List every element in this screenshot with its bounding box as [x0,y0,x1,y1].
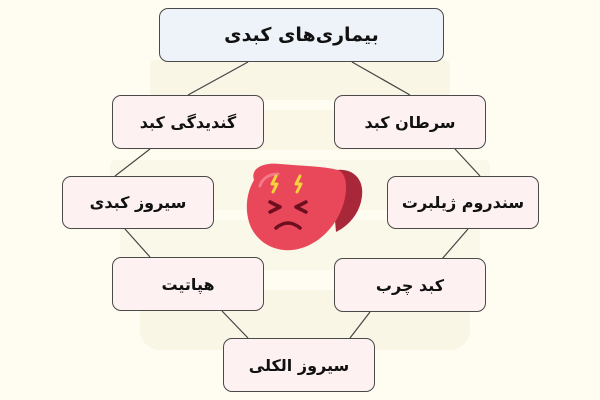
node-liver-rot: گندیدگی کبد [112,95,264,149]
link-cirrhosis-hepatitis [124,228,151,258]
node-liver-cancer-label: سرطان کبد [364,112,456,132]
node-fatty-liver-label: کبد چرب [375,275,445,295]
link-title-liver-cancer [351,61,411,96]
link-liver-cancer-gilbert [454,148,481,177]
node-hepatitis-label: هپاتیت [161,274,215,294]
node-cirrhosis: سیروز کبدی [62,176,214,229]
node-hepatitis: هپاتیت [112,257,264,311]
link-liver-rot-cirrhosis [114,148,151,177]
node-liver-rot-label: گندیدگی کبد [139,112,237,132]
node-fatty-liver: کبد چرب [334,258,486,312]
link-title-liver-rot [187,61,249,96]
diagram-title: بیماری‌های کبدی [224,24,379,46]
node-alcoholic-cirrhosis: سیروز الکلی [223,338,375,392]
node-alcoholic-cirrhosis-label: سیروز الکلی [248,355,350,375]
link-hepatitis-alcoholic [221,310,249,339]
node-gilbert-syndrome: سندروم ژیلبرت [387,176,539,229]
node-liver-cancer: سرطان کبد [334,95,486,149]
node-gilbert-syndrome-label: سندروم ژیلبرت [401,193,525,212]
link-fatty-alcoholic [349,311,371,339]
sad-liver-icon [246,163,363,251]
node-cirrhosis-label: سیروز کبدی [89,193,187,212]
link-gilbert-fatty [441,228,469,260]
diagram-title-box: بیماری‌های کبدی [159,8,444,62]
